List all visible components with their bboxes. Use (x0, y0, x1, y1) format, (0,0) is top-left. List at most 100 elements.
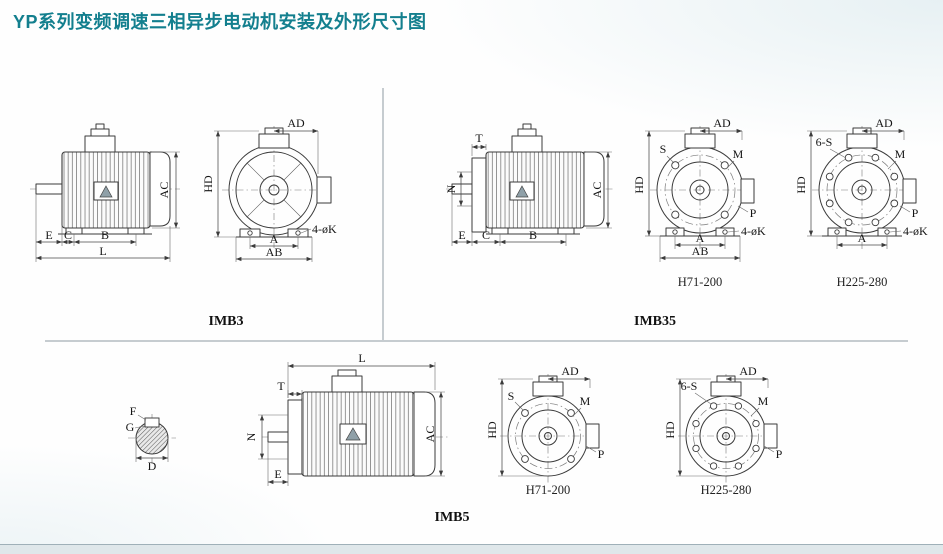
dim-m-label: M (895, 147, 906, 161)
flange-bolt-hole (871, 218, 880, 227)
flange-bolt-hole (752, 444, 760, 453)
dim-ad-label: AD (561, 364, 579, 378)
dim-d-label: D (148, 459, 157, 473)
flange-bolt-hole (720, 210, 729, 219)
motor-outline (678, 374, 778, 484)
flange-bolt-hole (567, 455, 575, 463)
hub (538, 426, 558, 446)
flange-bolt-hole (844, 153, 853, 162)
dim-p-label: P (598, 447, 605, 461)
brand-logo-triangle (515, 185, 529, 198)
dim-hd-label: HD (663, 421, 677, 439)
imb3-front-dimensions (214, 128, 319, 262)
page-title: YP系列变频调速三相异步电动机安装及外形尺寸图 (13, 12, 427, 32)
hub (689, 179, 711, 201)
dim-hd-label: HD (794, 176, 808, 194)
dim-ad-label: AD (739, 364, 757, 378)
dim-ac-label: AC (157, 182, 171, 199)
shaft-end (695, 185, 705, 195)
cable-gland (740, 178, 755, 204)
frame-caption-h71: H71-200 (678, 275, 722, 289)
dim-b-label: B (101, 228, 109, 242)
dim-l-label: L (99, 244, 106, 258)
dim-t-label: T (475, 131, 483, 145)
imb5-side-view: L T N E AC (244, 351, 448, 486)
terminal-box-cap (90, 128, 110, 137)
cable-gland (902, 178, 917, 204)
dim-p-label: P (750, 206, 757, 220)
foot-hole (884, 229, 890, 235)
foot-rear (557, 227, 575, 235)
brand-logo-triangle (345, 427, 361, 441)
imb35-front-view-h71-200: AD S M HD P A AB 4-øK H71-200 (632, 116, 766, 289)
bottom-border (0, 544, 943, 554)
flange-bolt-hole (720, 161, 729, 170)
imb35-side-dimensions (451, 144, 612, 246)
flange-bolt-hole (567, 409, 575, 417)
dim-ab-label: AB (266, 245, 283, 259)
h225-front-dimensions (807, 128, 911, 249)
imb35-front-view-h225-280: AD 6-S M HD P A 4-øK H225-280 (794, 116, 928, 289)
foot-hole (295, 230, 301, 236)
dim-ad-label: AD (875, 116, 893, 130)
flange-bolt-hole (825, 199, 834, 208)
spigot (521, 409, 575, 463)
bolt-circle (826, 154, 898, 226)
flange-bolt-hole (890, 172, 899, 181)
dim-e-label: E (45, 228, 52, 242)
dim-a-label: A (696, 231, 705, 245)
imb5-side-dimensions (258, 362, 445, 486)
flange-bolt-hole (709, 462, 718, 470)
hub (716, 426, 736, 446)
dim-f-label: F (130, 404, 137, 418)
dim-p-label: P (776, 447, 783, 461)
terminal-box-cap (517, 128, 537, 137)
dim-c-label: C (64, 228, 72, 242)
terminal-box (532, 381, 564, 397)
frame-caption-h225: H225-280 (837, 275, 888, 289)
hub (851, 179, 873, 201)
dim-hd-label: HD (632, 176, 646, 194)
cable-entry (522, 123, 532, 130)
dim-4k-label: 4-øK (903, 224, 928, 238)
dim-ac-label: AC (423, 426, 437, 443)
foot-front (491, 227, 509, 235)
terminal-box (84, 135, 116, 153)
caption-imb3: IMB3 (209, 314, 244, 329)
motor-outline (812, 126, 917, 250)
h71-b5-dimensions (498, 376, 597, 477)
motor-outline (222, 126, 332, 248)
bolt-circle (515, 403, 581, 469)
dim-a-label: A (270, 232, 279, 246)
flange-bolt-hole (692, 444, 700, 453)
terminal-box (331, 375, 363, 393)
motor-outline (30, 123, 180, 235)
flange-bolt-hole (734, 402, 743, 410)
shaft-end (544, 432, 552, 440)
dim-s-label: S (508, 389, 515, 403)
dim-b-label: B (529, 228, 537, 242)
dim-n-label: N (444, 184, 458, 193)
dim-m-label: M (580, 394, 591, 408)
h225-b5-dimensions (676, 376, 775, 477)
dim-ab-label: AB (692, 244, 709, 258)
imb3-side-view: E C B L AC (30, 123, 180, 262)
shaft (267, 431, 289, 443)
dim-l-label: L (358, 351, 365, 365)
flange (471, 157, 487, 233)
dim-m-label: M (758, 394, 769, 408)
caption-imb35: IMB35 (634, 314, 676, 329)
dim-4k-label: 4-øK (741, 224, 766, 238)
dim-ac-label: AC (590, 182, 604, 199)
keyway (144, 417, 160, 428)
flange-bolt-hole (692, 419, 700, 428)
dim-n-label: N (244, 432, 258, 441)
flange (287, 399, 303, 475)
foot-hole (672, 229, 678, 235)
flange-bolt-hole (752, 419, 760, 428)
shaft-end (268, 184, 280, 196)
fan-cowl (583, 151, 605, 227)
dim-4k-label: 4-øK (312, 222, 337, 236)
flange-bolt-hole (890, 199, 899, 208)
